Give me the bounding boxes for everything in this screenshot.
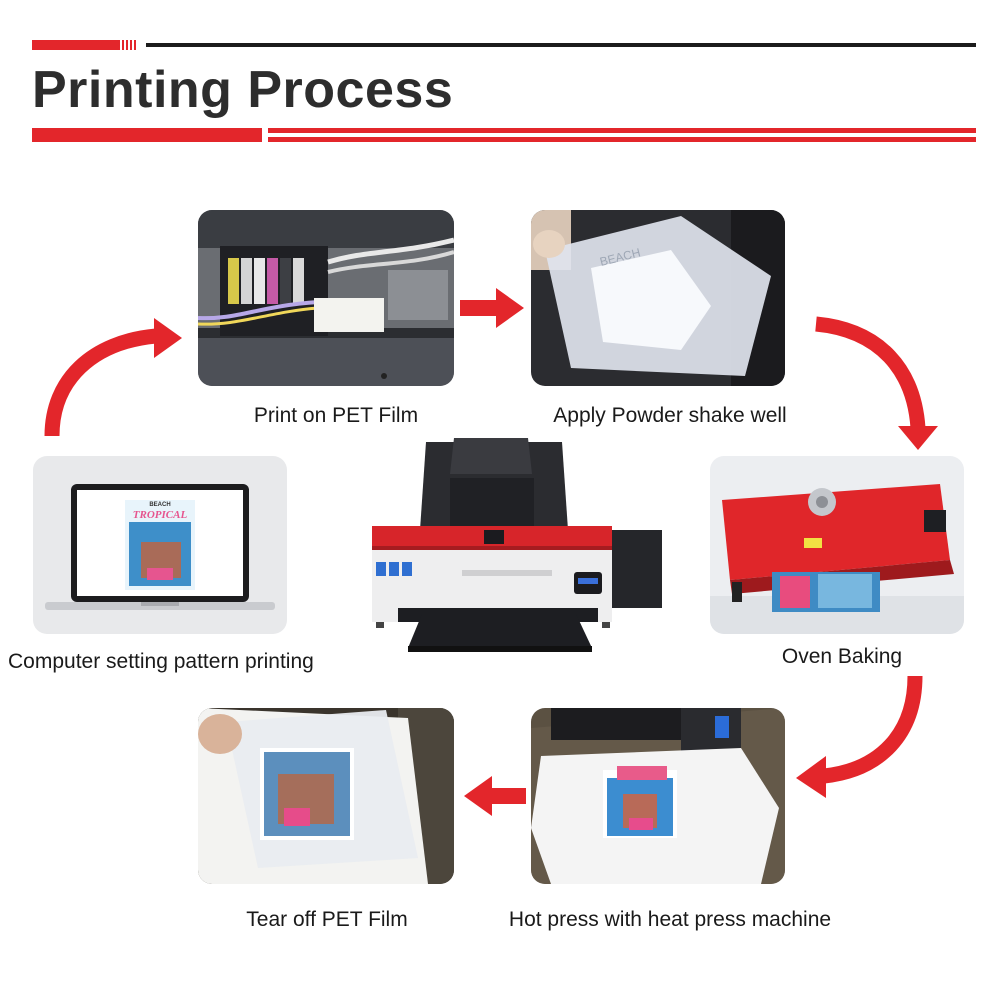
- step-label-hot-press: Hot press with heat press machine: [508, 908, 832, 931]
- tear-film-photo: [198, 708, 454, 884]
- step-label-tear-off-film: Tear off PET Film: [246, 908, 408, 931]
- heat-press-photo: [531, 708, 785, 884]
- header-stripe-accent: [122, 40, 138, 50]
- powder-film-photo: BEACH: [531, 210, 785, 386]
- step-label-oven-baking: Oven Baking: [781, 645, 903, 668]
- arrow-curved-left-icon: [44, 328, 157, 437]
- laptop-artwork-script: TROPICAL: [133, 509, 188, 521]
- print-head-photo: [198, 210, 454, 386]
- header-accent-bar: [32, 40, 120, 50]
- page-title: Printing Process: [32, 61, 454, 119]
- title-underline-thin-2: [268, 137, 976, 142]
- dtf-printer-illustration: [362, 438, 668, 656]
- step-label-apply-powder: Apply Powder shake well: [553, 404, 787, 427]
- oven-photo: [710, 456, 964, 634]
- arrowhead-left-icon: [154, 318, 182, 358]
- header-rule: [146, 43, 976, 47]
- laptop-photo: BEACH TROPICAL: [33, 456, 287, 634]
- arrowhead-right-top-icon: [898, 426, 938, 450]
- title-underline-thick: [32, 128, 262, 142]
- laptop-artwork-title: BEACH: [149, 502, 170, 508]
- arrow-right-icon: [460, 288, 524, 328]
- arrow-left-icon: [464, 776, 526, 816]
- arrow-curved-right-bottom-icon: [823, 675, 923, 784]
- arrow-curved-right-top-icon: [815, 316, 926, 429]
- arrowhead-right-bottom-icon: [796, 756, 826, 798]
- step-label-computer-setting: Computer setting pattern printing: [8, 650, 314, 673]
- title-underline-thin-1: [268, 128, 976, 133]
- step-label-print-on-pet-film: Print on PET Film: [253, 404, 419, 427]
